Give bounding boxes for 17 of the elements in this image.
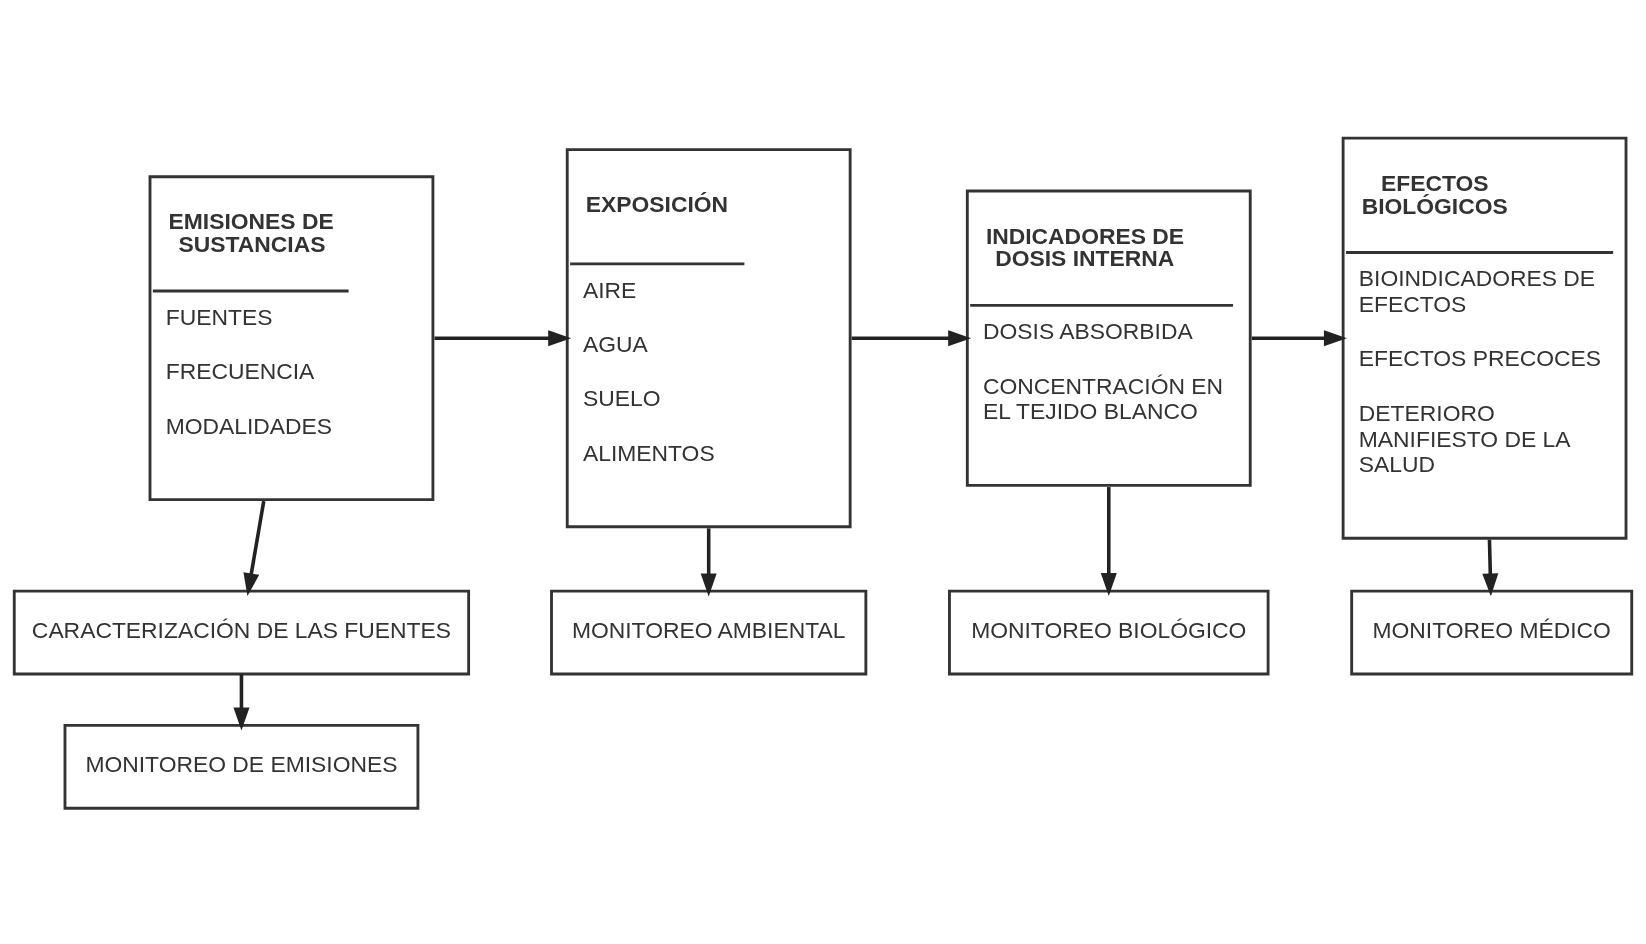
arrow (1251, 329, 1347, 346)
node-box: MONITOREO BIOLÓGICO (948, 589, 1270, 675)
arrow (243, 500, 266, 596)
arrow (851, 329, 972, 346)
arrow (700, 527, 717, 596)
node-box: EMISIONES DE SUSTANCIAS FUENTES FRECUENCIA MODALIDADES (148, 174, 435, 501)
node-box: EXPOSICIÓN AIRE AGUA SUELO ALIMENTOS (565, 147, 852, 528)
node-box: INDICADORES DE DOSIS INTERNA DOSIS ABSORBIDA CONCENTRACIÓN EN EL TEJIDO BLANCO (965, 189, 1252, 487)
node-box: MONITOREO AMBIENTAL (550, 589, 868, 675)
arrow (434, 329, 572, 346)
arrow (233, 673, 250, 730)
node-box: CARACTERIZACIÓN DE LAS FUENTES (12, 589, 471, 675)
node-box: MONITOREO MÉDICO (1350, 589, 1634, 675)
arrow (1482, 539, 1499, 596)
node-box: EFECTOS BIOLÓGICOS BIOINDICADORES DE EFECTOS EFECTOS PRECOCES DETERIORO MANIFIESTO DE LA SALUD (1341, 136, 1628, 540)
node-box: MONITOREO DE EMISIONES (63, 723, 420, 810)
arrow (1100, 486, 1117, 596)
